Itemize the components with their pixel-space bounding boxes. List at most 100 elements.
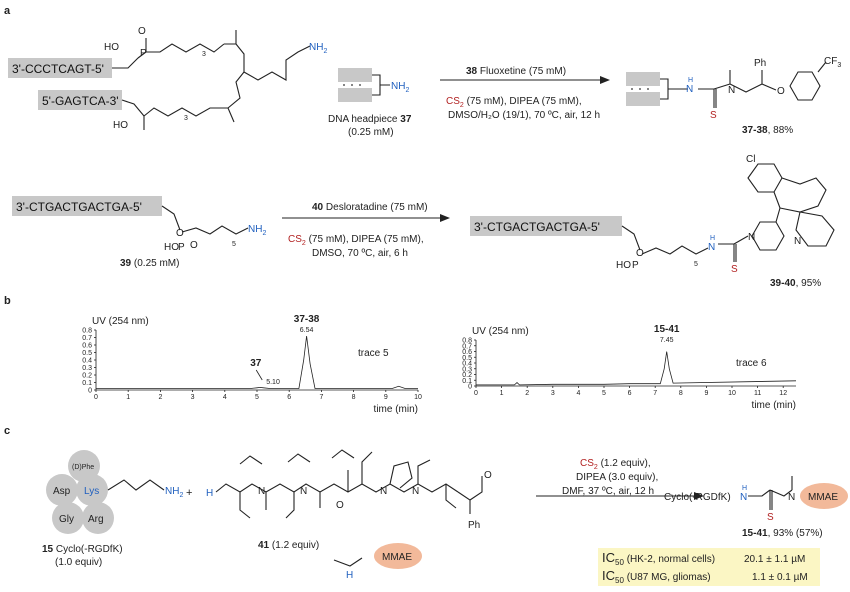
peak-label: 37-38 <box>294 314 320 325</box>
x-tick-label: 2 <box>158 394 162 401</box>
compound-15-equiv: (1.0 equiv) <box>55 557 102 568</box>
svg-text:5: 5 <box>694 261 698 268</box>
conditions-3-line2: DIPEA (3.0 equiv), <box>576 472 658 483</box>
svg-text:CF3: CF3 <box>824 56 841 69</box>
peak-rt-label: 7.45 <box>660 337 674 344</box>
x-tick-label: 5 <box>602 390 606 397</box>
x-tick-label: 10 <box>728 390 736 397</box>
x-tick-label: 7 <box>653 390 657 397</box>
svg-text:Ph: Ph <box>468 520 480 531</box>
panel-label-c: c <box>4 425 10 437</box>
x-tick-label: 9 <box>704 390 708 397</box>
product-37-38-caption: 37-38, 88% <box>742 125 793 136</box>
y-tick-label: 0.2 <box>462 372 472 379</box>
dna-strand-39-40: 3'-CTGACTGACTGA-5' <box>474 220 600 234</box>
ic50-row-2: IC50 (U87 MG, gliomas)1.1 ± 0.1 µM <box>602 568 808 585</box>
y-tick-label: 0.6 <box>82 343 92 350</box>
dna-strand-bottom: 5'-GAGTCA-3' <box>42 94 119 108</box>
series-line <box>476 351 797 386</box>
dna-strand-top: 3'-CCCTCAGT-5' <box>12 62 104 76</box>
mmae-shorthand: H MMAE <box>333 543 422 581</box>
ic50-row-1: IC50 (HK-2, normal cells)20.1 ± 1.1 µM <box>602 550 805 567</box>
ho-label-1: HO <box>104 42 119 53</box>
plus-sign: + <box>186 487 192 499</box>
y-tick-label: 0.3 <box>82 365 92 372</box>
y-axis-label: UV (254 nm) <box>472 326 529 337</box>
conditions-2-line2: DMSO, 70 ºC, air, 6 h <box>312 248 408 259</box>
panel-label-b: b <box>4 295 11 307</box>
y-tick-label: 0 <box>468 384 472 391</box>
y-tick-label: 0.6 <box>462 349 472 356</box>
svg-text:H: H <box>206 488 213 499</box>
minor-peak-rt: 5.10 <box>266 379 280 386</box>
x-axis-label: time (min) <box>752 400 796 411</box>
mmae-label-product: MMAE <box>808 492 838 503</box>
svg-text:N: N <box>412 486 419 497</box>
svg-text:O: O <box>777 86 785 97</box>
residue-gly: Gly <box>59 514 74 525</box>
mmae-label-reactant: MMAE <box>382 552 412 563</box>
residue-arg: Arg <box>88 514 104 525</box>
svg-text:NH2: NH2 <box>165 486 183 499</box>
svg-text:HO: HO <box>616 260 631 271</box>
svg-text:N: N <box>258 486 265 497</box>
headpiece-caption: DNA headpiece 37 <box>328 114 412 125</box>
x-tick-label: 0 <box>94 394 98 401</box>
svg-text:N: N <box>794 236 801 247</box>
x-tick-label: 10 <box>414 394 422 401</box>
panel-label-a: a <box>4 5 11 17</box>
x-tick-label: 3 <box>191 394 195 401</box>
headpiece-structure: HO P O 3 3 HO NH2 <box>104 26 327 131</box>
dna-strand-top-box <box>8 58 112 78</box>
y-tick-label: 0.7 <box>462 343 472 350</box>
x-tick-label: 4 <box>223 394 227 401</box>
minor-peak-label: 37 <box>250 358 262 369</box>
svg-text:5: 5 <box>232 241 236 248</box>
svg-text:O: O <box>484 470 492 481</box>
product-37-38-structure: N H N S Ph O CF3 <box>626 56 841 121</box>
svg-text:N: N <box>748 232 755 243</box>
residue-asp: Asp <box>53 486 71 497</box>
residue-lys: Lys <box>84 486 99 497</box>
x-tick-label: 12 <box>779 390 787 397</box>
trace-label: trace 6 <box>736 358 767 369</box>
x-tick-label: 3 <box>551 390 555 397</box>
reagent-1: 38 Fluoxetine (75 mM) <box>466 66 566 77</box>
y-tick-label: 0.3 <box>462 366 472 373</box>
y-tick-label: 0.1 <box>462 378 472 385</box>
dna-strand-39: 3'-CTGACTGACTGA-5' <box>16 200 142 214</box>
svg-text:Cl: Cl <box>746 154 755 165</box>
reagent-2: 40 Desloratadine (75 mM) <box>312 202 428 213</box>
y-tick-label: 0 <box>88 388 92 395</box>
y-tick-label: 0.8 <box>82 328 92 335</box>
x-tick-label: 9 <box>384 394 388 401</box>
product-15-41-structure: Cyclo(-RGDfK) N H S N MMAE <box>664 476 848 523</box>
y-tick-label: 0.5 <box>462 355 472 362</box>
product-39-40-caption: 39-40, 95% <box>770 278 821 289</box>
conditions-3-line3: DMF, 37 ºC, air, 12 h <box>562 486 654 497</box>
conditions-3-line1: CS2 (1.2 equiv), <box>580 458 651 471</box>
conditions-1-line1: CS2 (75 mM), DIPEA (75 mM), <box>446 96 582 109</box>
svg-text:H: H <box>710 235 715 242</box>
x-tick-label: 1 <box>500 390 504 397</box>
peak-label: 15-41 <box>654 324 680 335</box>
y-tick-label: 0.8 <box>462 338 472 345</box>
dna-headpiece-icon: NH2 <box>338 68 409 102</box>
svg-text:N: N <box>708 242 715 253</box>
product-15-41-cyclo: Cyclo(-RGDfK) <box>664 492 731 503</box>
svg-text:H: H <box>346 570 353 581</box>
svg-text:HO: HO <box>164 242 179 253</box>
svg-text:S: S <box>767 512 774 523</box>
y-tick-label: 0.1 <box>82 380 92 387</box>
svg-text:N: N <box>380 486 387 497</box>
peak-rt-label: 6.54 <box>300 327 314 334</box>
subscript-3-bottom: 3 <box>184 115 188 122</box>
mmae-structure: H N N O N N O Ph <box>206 449 492 531</box>
headpiece-conc: (0.25 mM) <box>348 127 394 138</box>
compound-41-caption: 41 (1.2 equiv) <box>258 540 319 551</box>
residue-dphe: (D)Phe <box>72 464 94 471</box>
compound-15-caption: 15 Cyclo(-RGDfK) <box>42 544 123 555</box>
